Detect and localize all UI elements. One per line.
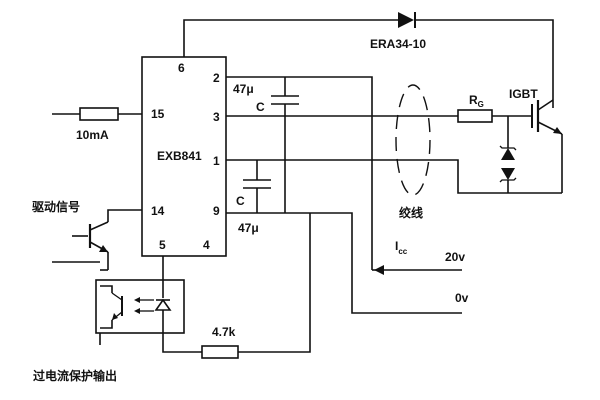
opto-transistor-collector xyxy=(111,292,123,301)
pin6-label: 6 xyxy=(178,61,185,75)
drive-signal-label: 驱动信号 xyxy=(32,199,80,214)
pin4-label: 4 xyxy=(203,238,210,252)
pin14-label: 14 xyxy=(151,204,165,218)
resistor-47k-label: 4.7k xyxy=(212,325,236,339)
pin3-label: 3 xyxy=(213,110,220,124)
twisted-pair-label: 绞线 xyxy=(399,205,423,220)
optocoupler xyxy=(95,279,185,334)
overcurrent-output-label: 过电流保护输出 xyxy=(33,368,117,383)
input-resistor xyxy=(79,107,119,121)
pin5-label: 5 xyxy=(159,238,166,252)
cap-bottom-letter: C xyxy=(236,194,245,208)
drive-transistor-arrow xyxy=(99,245,108,252)
input-current-label: 10mA xyxy=(76,128,109,142)
zener-top-bar xyxy=(499,145,517,151)
pin15-label: 15 xyxy=(151,107,165,121)
pin9-wire xyxy=(226,212,462,314)
rg-label: RG xyxy=(469,93,484,109)
opto-emitter-wire xyxy=(100,320,113,329)
diode-ERA34-10 xyxy=(398,12,414,28)
chip-name: EXB841 xyxy=(157,149,202,163)
igbt-collector xyxy=(537,99,554,111)
diode-label: ERA34-10 xyxy=(370,37,426,51)
zener-bottom xyxy=(501,168,515,180)
twisted-pair-marker xyxy=(395,84,431,196)
opto-collector-wire xyxy=(100,285,113,293)
icc-label: Icc xyxy=(395,239,408,256)
zener-top xyxy=(501,148,515,160)
cap-top-letter: C xyxy=(256,100,265,114)
pin1-label: 1 xyxy=(213,154,220,168)
igbt-label: IGBT xyxy=(509,87,538,101)
r47k-wire-left xyxy=(162,333,202,353)
resistor-4-7k xyxy=(201,345,239,359)
r47k-wire-right xyxy=(238,213,311,353)
opto-arrow-2-head xyxy=(134,308,140,314)
igbt-emitter-arrow xyxy=(553,127,562,134)
diode-wire xyxy=(183,19,554,108)
pin14-wire xyxy=(107,209,142,222)
cap-bottom-value: 47μ xyxy=(238,221,259,235)
resistor-RG xyxy=(457,109,493,123)
opto-transistor-arrow xyxy=(112,313,118,320)
pin2-wire xyxy=(226,76,373,270)
v0-label: 0v xyxy=(455,291,469,305)
cap-top-value: 47μ xyxy=(233,82,254,96)
drive-transistor-collector xyxy=(89,221,109,231)
icc-arrow xyxy=(374,265,384,275)
pin1-wire xyxy=(226,159,562,194)
pin9-label: 9 xyxy=(213,204,220,218)
opto-arrow-1-head xyxy=(134,297,140,303)
pin2-label: 2 xyxy=(213,71,220,85)
v20-label: 20v xyxy=(445,250,465,264)
opto-led xyxy=(154,298,172,311)
